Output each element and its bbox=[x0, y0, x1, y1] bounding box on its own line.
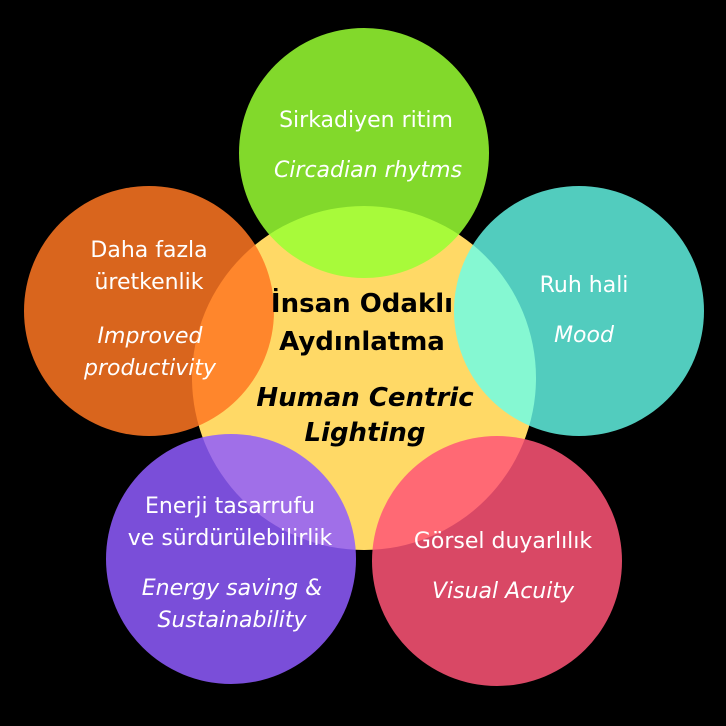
productivity-label-en-line1: Improved bbox=[97, 324, 203, 349]
productivity-circle bbox=[24, 186, 274, 436]
mood-circle bbox=[454, 186, 704, 436]
center-title-tr-line2: Aydınlatma bbox=[279, 327, 445, 357]
energy-label-en-line1: Energy saving & bbox=[141, 576, 323, 601]
productivity-label-tr-line2: üretkenlik bbox=[94, 270, 204, 295]
center-title-en-line2: Lighting bbox=[304, 418, 426, 448]
productivity-label-en-line2: productivity bbox=[84, 356, 216, 381]
energy-circle bbox=[106, 434, 356, 684]
center-title-en-line1: Human Centric bbox=[256, 383, 474, 413]
mood-label-tr: Ruh hali bbox=[539, 273, 629, 298]
visual-acuity-label-tr: Görsel duyarlılık bbox=[413, 529, 593, 554]
visual-acuity-label-en: Visual Acuity bbox=[431, 579, 575, 604]
productivity-label-tr-line1: Daha fazla bbox=[90, 238, 208, 263]
circadian-label-tr: Sirkadiyen ritim bbox=[279, 108, 453, 133]
circadian-label-en: Circadian rhytms bbox=[273, 158, 463, 183]
energy-label-en-line2: Sustainability bbox=[157, 608, 307, 633]
energy-label-tr-line2: ve sürdürülebilirlik bbox=[127, 526, 333, 551]
energy-label-tr-line1: Enerji tasarrufu bbox=[144, 494, 316, 519]
circadian-circle bbox=[239, 28, 489, 278]
visual-acuity-circle bbox=[372, 436, 622, 686]
mood-label-en: Mood bbox=[554, 323, 614, 348]
center-title-tr-line1: İnsan Odaklı bbox=[270, 289, 454, 319]
